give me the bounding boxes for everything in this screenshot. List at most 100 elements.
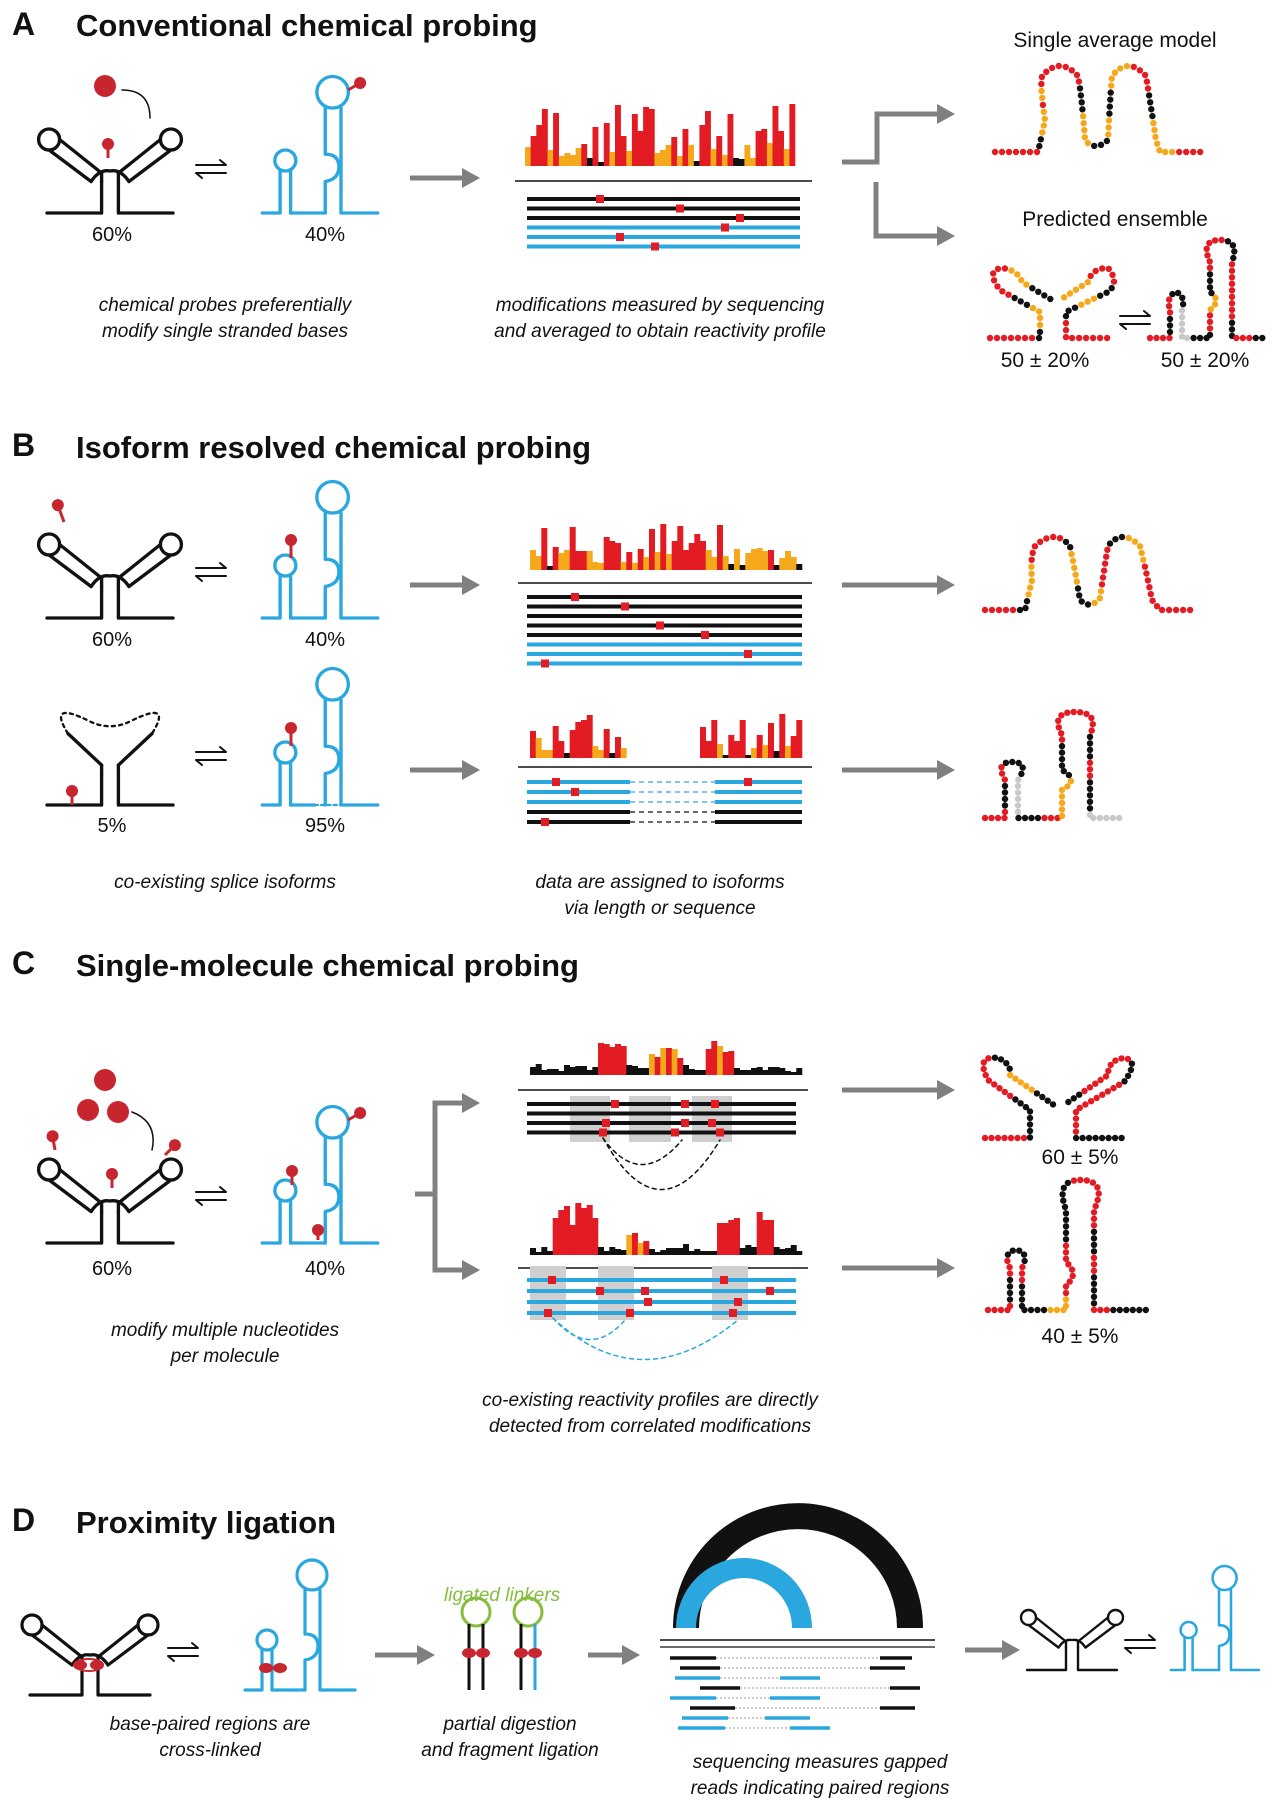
reactivity-bar — [598, 1247, 604, 1255]
crosslink — [273, 1663, 287, 1673]
panel-b-title: Isoform resolved chemical probing — [76, 430, 592, 465]
nucleotide — [1103, 334, 1111, 342]
nucleotide — [1178, 313, 1186, 321]
nucleotide — [997, 1306, 1005, 1314]
nucleotide — [1012, 148, 1020, 156]
nucleotide — [1062, 1236, 1070, 1243]
eq-back — [195, 172, 227, 179]
nucleotide — [1015, 776, 1022, 783]
modification-mark — [681, 1100, 689, 1108]
reactivity-bar — [620, 136, 627, 166]
reactivity-bar — [665, 145, 672, 166]
nucleotide — [1112, 1057, 1119, 1064]
nucleotide — [1058, 755, 1066, 763]
nucleotide — [1065, 307, 1072, 314]
reactivity-bar — [779, 714, 786, 758]
reactivity-bar — [773, 1067, 780, 1075]
nucleotide — [1141, 71, 1149, 79]
nucleotide — [1080, 120, 1087, 127]
nucleotide — [1097, 1306, 1104, 1314]
y-structure — [36, 1157, 184, 1245]
nucleotide — [1166, 296, 1173, 303]
y-stem — [99, 171, 121, 184]
nucleotide — [1078, 598, 1085, 605]
nucleotide — [1068, 550, 1075, 558]
nucleotide — [1149, 112, 1156, 120]
nucleotide — [1228, 293, 1236, 300]
reactivity-bar — [592, 1067, 599, 1075]
reactivity-bar — [541, 1247, 548, 1255]
single-average-model — [991, 62, 1204, 156]
panel-a-letter: A — [12, 6, 36, 42]
nucleotide — [1179, 294, 1186, 301]
modification-mark — [596, 1287, 604, 1295]
nucleotide — [1090, 1300, 1098, 1307]
modification-mark — [644, 1298, 652, 1306]
equilibrium-arrows — [195, 159, 227, 179]
reactivity-bar — [722, 556, 729, 570]
reactivity-bar — [564, 153, 571, 166]
nucleotide — [1081, 134, 1089, 141]
nucleotide — [1228, 274, 1236, 281]
correlation-link — [552, 1317, 739, 1361]
nucleotide — [1068, 67, 1076, 74]
nucleotide — [1047, 1306, 1054, 1314]
reactivity-bar — [552, 1218, 559, 1255]
reactivity-bar — [710, 149, 717, 166]
correlation-link — [602, 1137, 721, 1191]
nucleotide — [1086, 772, 1094, 779]
nucleotide — [1197, 148, 1204, 156]
reactivity-bar — [728, 735, 735, 758]
nucleotide — [1206, 318, 1214, 326]
nucleotide — [1169, 290, 1176, 298]
nucleotide — [1090, 1241, 1098, 1249]
reactivity-bar — [536, 125, 543, 166]
nucleotide — [1228, 306, 1236, 313]
reactivity-bar — [535, 556, 542, 570]
reactivity-bar — [677, 526, 684, 570]
nucleotide — [1006, 1071, 1014, 1079]
large-loop — [295, 1558, 329, 1592]
large-loop — [1211, 1564, 1238, 1592]
ensemble-model-left — [986, 265, 1118, 342]
arrow-b-4-head — [937, 760, 955, 780]
reactivity-bar — [688, 543, 695, 570]
nucleotide — [990, 270, 997, 277]
nucleotide — [1084, 278, 1092, 286]
nucleotide — [1035, 308, 1043, 315]
reactivity-bar — [694, 1249, 701, 1255]
nucleotide — [1102, 1073, 1110, 1080]
nucleotide — [1147, 99, 1154, 106]
nucleotide — [1001, 789, 1009, 796]
nucleotide — [1128, 1060, 1136, 1067]
nucleotide — [1179, 606, 1187, 614]
y-stem-base — [28, 1663, 152, 1697]
nucleotide — [1090, 1248, 1098, 1255]
reactivity-bar — [711, 557, 718, 570]
nucleotide — [1036, 314, 1044, 322]
nucleotide — [1153, 334, 1160, 342]
arrow-a-top-head — [937, 104, 955, 124]
panel-b-row1-pct-left: 60% — [91, 629, 133, 651]
nucleotide — [1159, 334, 1167, 342]
nucleotide — [1091, 142, 1098, 150]
nucleotide — [1004, 1251, 1012, 1258]
nucleotide — [1079, 113, 1087, 120]
reactivity-bar — [626, 151, 633, 166]
reactivity-bar — [756, 548, 763, 570]
nucleotide — [1017, 1100, 1024, 1107]
reactivity-bar — [626, 1235, 633, 1255]
nucleotide — [1207, 306, 1215, 313]
nucleotide — [1076, 592, 1083, 599]
arrow-c-top-head — [937, 1080, 955, 1100]
nucleotide — [1006, 1065, 1013, 1072]
nucleotide — [1116, 814, 1123, 822]
nucleotide — [1058, 806, 1066, 813]
reactivity-bar — [530, 1248, 536, 1255]
nucleotide — [1019, 764, 1026, 771]
nucleotide — [1166, 322, 1174, 329]
reactivity-bar — [569, 730, 576, 758]
panel-b-row1-pct-right: 40% — [304, 629, 346, 651]
